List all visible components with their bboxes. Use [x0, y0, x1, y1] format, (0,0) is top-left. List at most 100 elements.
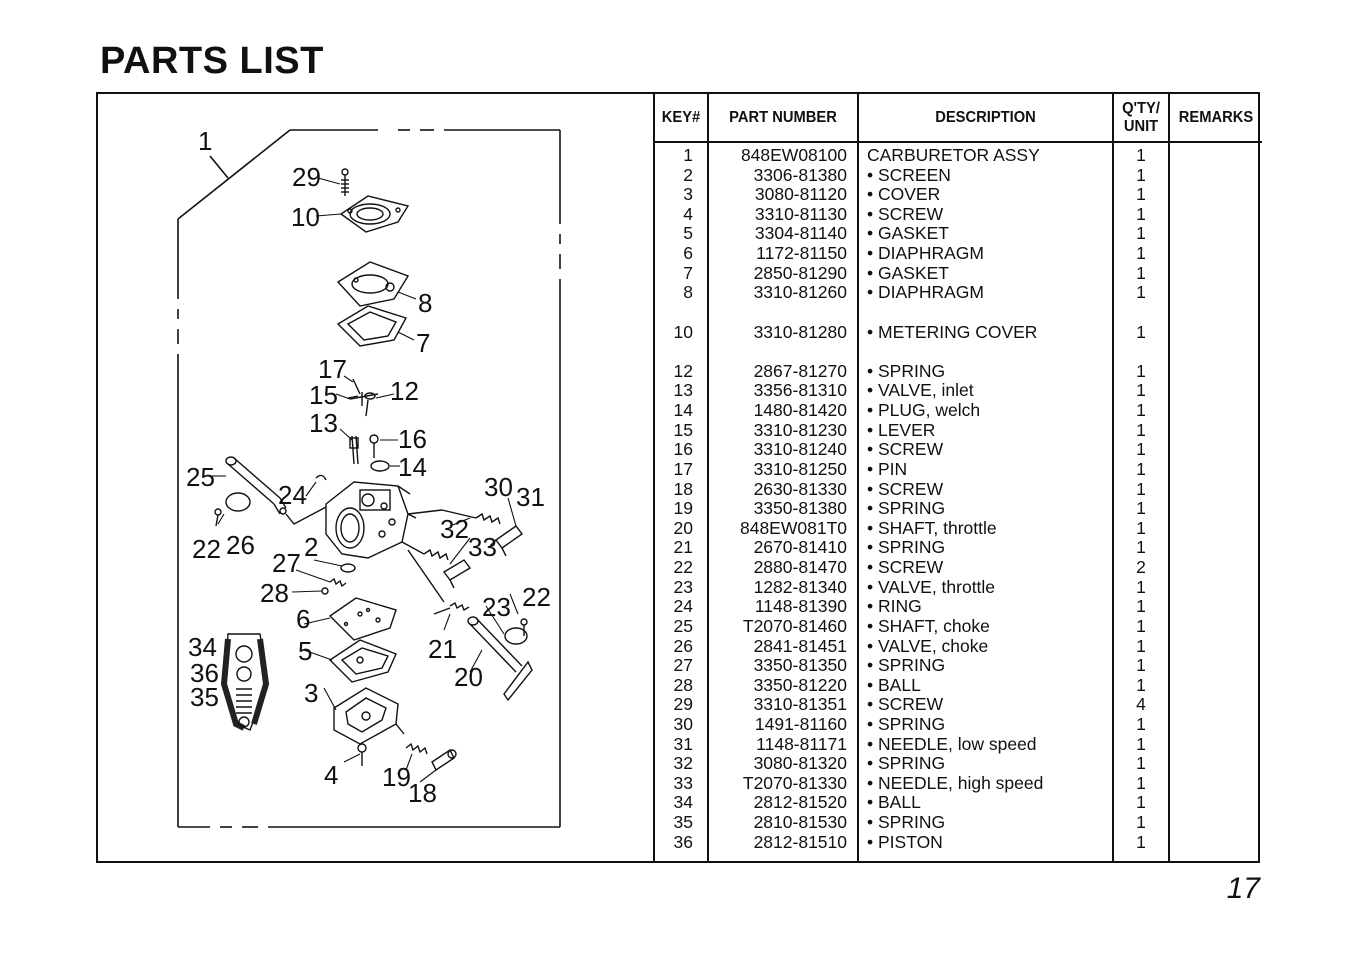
- cell-description: • PISTON: [867, 831, 943, 852]
- callout-22-left: 22: [192, 534, 221, 564]
- callout-4: 4: [324, 760, 338, 790]
- cell-key: 16: [673, 439, 693, 460]
- cell-key: 2: [683, 164, 693, 185]
- cell-part-number: 3350-81350: [753, 655, 847, 676]
- cell-description: • SHAFT, choke: [867, 615, 990, 636]
- diagram-outline: [177, 129, 561, 828]
- cell-key: 34: [673, 792, 693, 813]
- cell-qty: 1: [1136, 262, 1146, 283]
- callout-24: 24: [278, 480, 307, 510]
- screen-2-drawing: [340, 563, 356, 573]
- cell-qty: 1: [1136, 164, 1146, 185]
- screw-22-left-drawing: [214, 508, 222, 527]
- callout-17: 17: [318, 354, 347, 384]
- screw-22-right-drawing: [520, 618, 528, 636]
- cell-part-number: 1282-81340: [753, 576, 847, 597]
- callout-12: 12: [390, 376, 419, 406]
- cell-description: • SCREEN: [867, 164, 951, 185]
- cell-description: • DIAPHRAGM: [867, 282, 984, 303]
- cell-part-number: T2070-81460: [742, 615, 847, 636]
- cell-key: 12: [673, 360, 693, 381]
- cell-description: • PLUG, welch: [867, 400, 981, 421]
- ball-28-drawing: [321, 587, 329, 595]
- cell-description: • BALL: [867, 792, 921, 813]
- cell-part-number: 2850-81290: [753, 262, 847, 283]
- cell-description: • DIAPHRAGM: [867, 243, 984, 264]
- cell-part-number: 2812-81510: [753, 831, 847, 852]
- callout-14: 14: [398, 452, 427, 482]
- cell-part-number: 2867-81270: [753, 360, 847, 381]
- cell-key: 22: [673, 557, 693, 578]
- cell-description: • VALVE, throttle: [867, 576, 996, 597]
- cell-description: • SPRING: [867, 713, 946, 734]
- cell-description: • SPRING: [867, 655, 946, 676]
- cell-description: • SPRING: [867, 360, 946, 381]
- cell-part-number: 3310-81351: [753, 694, 847, 715]
- cell-key: 26: [673, 635, 693, 656]
- cell-key: 1: [683, 145, 693, 165]
- diaphragm-8-drawing: [336, 261, 410, 307]
- cell-qty: 1: [1136, 537, 1146, 558]
- spring-30-drawing: [407, 509, 501, 525]
- cell-qty: 2: [1136, 557, 1146, 578]
- cell-description: • SCREW: [867, 694, 944, 715]
- cell-part-number: 1148-81390: [754, 596, 847, 617]
- cell-part-number: 2670-81410: [753, 537, 847, 558]
- carburetor-exploded-diagram: 1 29 10 8 7 17 15 12 13 16 14 25 24 30 3…: [177, 126, 561, 828]
- callout-25: 25: [186, 462, 215, 492]
- choke-valve-drawing: [225, 492, 251, 512]
- cell-qty: 1: [1136, 203, 1146, 224]
- callout-27: 27: [272, 548, 301, 578]
- cell-key: 20: [673, 517, 693, 538]
- cell-part-number: 3080-81120: [754, 184, 847, 205]
- cell-description: • SPRING: [867, 498, 946, 519]
- cell-description: • SPRING: [867, 812, 946, 833]
- cell-key: 13: [673, 380, 693, 401]
- spring-27-drawing: [329, 577, 347, 588]
- cell-part-number: 3310-81280: [753, 321, 847, 342]
- lever-assembly-drawing: [347, 378, 379, 417]
- callout-20: 20: [454, 662, 483, 692]
- cell-part-number: 3306-81380: [753, 164, 847, 185]
- cell-key: 7: [683, 262, 693, 283]
- callout-23: 23: [482, 592, 511, 622]
- screw-16-drawing: [369, 434, 379, 458]
- cell-description: • RING: [867, 596, 922, 617]
- cell-description: • METERING COVER: [867, 321, 1038, 342]
- cell-part-number: 2880-81470: [753, 557, 847, 578]
- cell-key: 35: [673, 812, 693, 833]
- spring-32-drawing: [401, 541, 449, 561]
- cell-description: • SCREW: [867, 203, 944, 224]
- callout-1: 1: [198, 126, 212, 156]
- cell-key: 23: [673, 576, 693, 597]
- ring-24-drawing: [315, 474, 327, 481]
- callout-5: 5: [298, 636, 312, 666]
- cell-description: • LEVER: [867, 419, 936, 440]
- cell-description: • NEEDLE, low speed: [867, 733, 1037, 754]
- cell-qty: 1: [1136, 635, 1146, 656]
- cell-qty: 1: [1136, 812, 1146, 833]
- cell-part-number: 3350-81220: [753, 674, 847, 695]
- cell-key: 24: [673, 596, 693, 617]
- cell-part-number: 3310-81130: [754, 203, 847, 224]
- cell-description: • SPRING: [867, 537, 946, 558]
- piston-inset-drawing: [220, 633, 270, 731]
- cell-key: 32: [673, 753, 693, 774]
- header-key: KEY#: [661, 108, 701, 126]
- cell-qty: 1: [1136, 753, 1146, 774]
